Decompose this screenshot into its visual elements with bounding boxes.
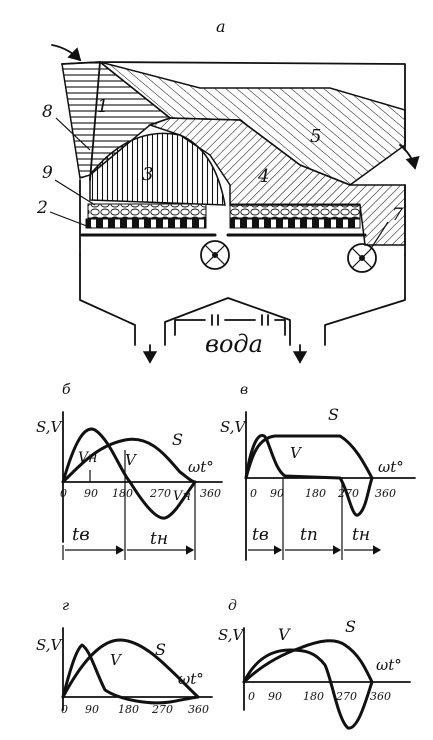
fuel-layer-9b [229, 203, 361, 219]
plot-b-y-label: S,V [36, 418, 64, 436]
plot-v-tick-0: 0 [250, 487, 257, 500]
plot-b-curve-v [61, 427, 197, 520]
leader-7 [369, 221, 389, 251]
plot-v-interval-tv: tв [252, 525, 269, 545]
zone-label-3: 3 [142, 164, 153, 185]
plot-b-interval-tv: tв [72, 524, 90, 545]
plot-b-x-label: ωt° [188, 458, 214, 476]
plot-g: г S,V ωt° 0 90 180 270 360 V S [36, 598, 213, 716]
plot-v: в S,V ωt° 0 90 180 270 360 S V tв tп tн [220, 382, 416, 561]
plot-b-tick-90: 90 [84, 487, 98, 500]
plot-v-interval-tn: tн [352, 525, 370, 545]
plot-g-tick-180: 180 [118, 703, 139, 716]
plot-d-y-label: S,V [218, 626, 246, 644]
plot-v-tick-90: 90 [270, 487, 284, 500]
plot-d-letter: д [228, 598, 237, 614]
plot-g-letter: г [62, 598, 69, 614]
hopper-divider [164, 297, 291, 346]
water-label: вода [205, 330, 263, 358]
zone-3 [89, 132, 226, 206]
plot-v-curve-v [244, 434, 374, 517]
water-pipe [174, 314, 286, 336]
zone-label-2: 2 [36, 198, 48, 218]
hopper-left [79, 254, 136, 346]
plot-g-tick-360: 360 [188, 703, 209, 716]
zone-label-1: 1 [97, 96, 108, 117]
plot-d-label-s: S [345, 617, 356, 636]
grate-2 [85, 218, 207, 229]
plot-g-tick-90: 90 [85, 703, 99, 716]
plot-b-tick-360: 360 [200, 487, 221, 500]
plot-b-label-vn1: Vн [78, 450, 97, 466]
plot-b: б S,V ωt° 0 90 180 270 360 Vн V S Vн tв … [36, 382, 223, 560]
plot-v-y-label: S,V [220, 418, 248, 436]
roller-left [200, 240, 230, 270]
plot-d: д S,V ωt° 0 90 180 270 360 V S [218, 598, 411, 730]
plot-g-tick-270: 270 [151, 703, 173, 716]
plot-g-curve-s [61, 638, 200, 699]
plot-b-tick-0: 0 [60, 487, 67, 500]
plot-v-tick-180: 180 [305, 487, 326, 500]
plot-v-label-s: S [328, 405, 339, 424]
plot-b-label-vn2: Vн [173, 489, 191, 504]
leader-8 [55, 117, 91, 151]
plot-g-tick-0: 0 [61, 703, 68, 716]
plot-b-tick-270: 270 [149, 487, 171, 500]
plot-v-x-label: ωt° [378, 458, 404, 476]
plot-d-curve-s [242, 639, 374, 684]
plot-g-label-v: V [110, 651, 123, 669]
zone-label-9: 9 [42, 163, 53, 183]
plot-d-label-v: V [278, 625, 291, 644]
plot-d-tick-180: 180 [303, 690, 324, 703]
zone-label-4: 4 [257, 166, 269, 187]
plot-v-ticks: 0 90 180 270 360 [250, 487, 396, 500]
plot-v-curve-s [244, 434, 374, 480]
plot-d-tick-360: 360 [370, 690, 391, 703]
plot-v-label-v: V [290, 444, 303, 462]
plot-v-tick-360: 360 [375, 487, 396, 500]
plot-b-curve-s [61, 437, 197, 484]
plot-d-ticks: 0 90 180 270 360 [248, 690, 391, 703]
grate-2b [229, 218, 361, 229]
hopper-right [324, 254, 406, 346]
fuel-layer-9 [87, 203, 207, 219]
panel-letter-a: а [216, 17, 226, 36]
plot-b-tick-180: 180 [112, 487, 133, 500]
plot-b-label-v: V [125, 451, 138, 469]
plot-d-x-label: ωt° [376, 656, 402, 674]
zone-label-7: 7 [392, 205, 403, 225]
plot-g-curve-v [61, 643, 200, 705]
fuel-feed-arrow [51, 44, 82, 62]
plot-b-letter: б [62, 382, 71, 398]
leader-2 [49, 211, 93, 229]
plot-g-y-label: S,V [36, 636, 64, 654]
plot-b-ticks: 0 90 180 270 360 [60, 487, 221, 500]
roller-7 [347, 243, 377, 273]
plot-v-interval-tp: tп [300, 525, 318, 545]
zone-label-8: 8 [42, 102, 53, 122]
plot-b-label-s: S [172, 430, 183, 449]
exhaust-arrow [399, 144, 420, 170]
plot-d-tick-0: 0 [248, 690, 255, 703]
plot-d-curve-v [242, 648, 374, 730]
plot-d-tick-270: 270 [335, 690, 357, 703]
plot-v-letter: в [240, 382, 248, 398]
zone-label-5: 5 [310, 126, 321, 147]
plot-g-ticks: 0 90 180 270 360 [61, 703, 209, 716]
plot-b-interval-tn: tн [150, 529, 168, 549]
furnace-diagram: а [36, 17, 420, 364]
plot-d-tick-90: 90 [268, 690, 282, 703]
plot-g-label-s: S [155, 640, 166, 659]
leader-9 [54, 179, 96, 206]
